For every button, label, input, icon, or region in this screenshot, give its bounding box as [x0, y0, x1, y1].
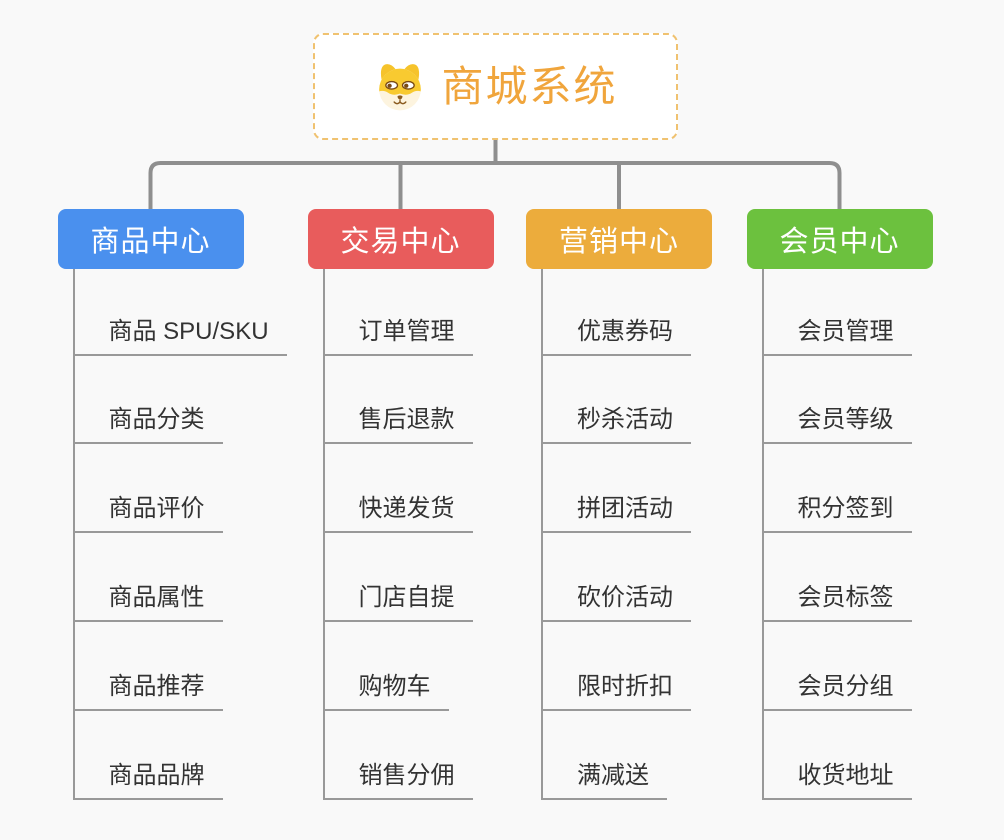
- leaf-node[interactable]: 商品推荐: [74, 662, 223, 711]
- leaf-node[interactable]: 限时折扣: [543, 662, 691, 711]
- leaf-node[interactable]: 购物车: [324, 662, 449, 711]
- leaf-node[interactable]: 商品分类: [74, 395, 223, 444]
- leaf-node[interactable]: 满减送: [543, 751, 667, 800]
- leaf-node[interactable]: 会员等级: [763, 395, 912, 444]
- leaf-node[interactable]: 商品品牌: [74, 751, 223, 800]
- dog-face-icon: [373, 62, 427, 112]
- leaf-node[interactable]: 秒杀活动: [543, 395, 691, 444]
- leaf-node[interactable]: 门店自提: [324, 573, 473, 622]
- branch-trunk-line: 订单管理售后退款快递发货门店自提购物车销售分佣: [322, 269, 473, 800]
- leaf-node[interactable]: 商品属性: [74, 573, 223, 622]
- branch-frame-line: [148, 161, 842, 210]
- root-title: 商城系统: [441, 62, 618, 110]
- leaf-node[interactable]: 售后退款: [324, 395, 473, 444]
- leaf-node[interactable]: 商品 SPU/SKU: [74, 307, 287, 356]
- leaf-node[interactable]: 收货地址: [763, 751, 912, 800]
- leaf-node[interactable]: 积分签到: [763, 484, 912, 533]
- branch-node-4[interactable]: 会员中心: [746, 209, 933, 269]
- branch-trunk-line: 优惠券码秒杀活动拼团活动砍价活动限时折扣满减送: [541, 269, 691, 800]
- leaf-node[interactable]: 拼团活动: [543, 484, 691, 533]
- branch-node-2[interactable]: 交易中心: [307, 209, 494, 269]
- leaf-node[interactable]: 会员管理: [763, 307, 912, 356]
- root-node[interactable]: 商城系统: [313, 33, 678, 140]
- leaf-node[interactable]: 会员标签: [763, 573, 912, 622]
- leaf-node[interactable]: 会员分组: [763, 662, 912, 711]
- branch-node-3[interactable]: 营销中心: [526, 209, 712, 269]
- leaf-node[interactable]: 商品评价: [74, 484, 223, 533]
- leaf-node[interactable]: 销售分佣: [324, 751, 473, 800]
- leaf-node[interactable]: 砍价活动: [543, 573, 691, 622]
- leaf-node[interactable]: 优惠券码: [543, 307, 691, 356]
- branch-node-1[interactable]: 商品中心: [57, 209, 244, 269]
- branch-trunk-line: 会员管理会员等级积分签到会员标签会员分组收货地址: [761, 269, 912, 800]
- branch-trunk-line: 商品 SPU/SKU 商品分类商品评价商品属性商品推荐商品品牌: [72, 269, 287, 800]
- leaf-node[interactable]: 订单管理: [324, 307, 473, 356]
- leaf-node[interactable]: 快递发货: [324, 484, 473, 533]
